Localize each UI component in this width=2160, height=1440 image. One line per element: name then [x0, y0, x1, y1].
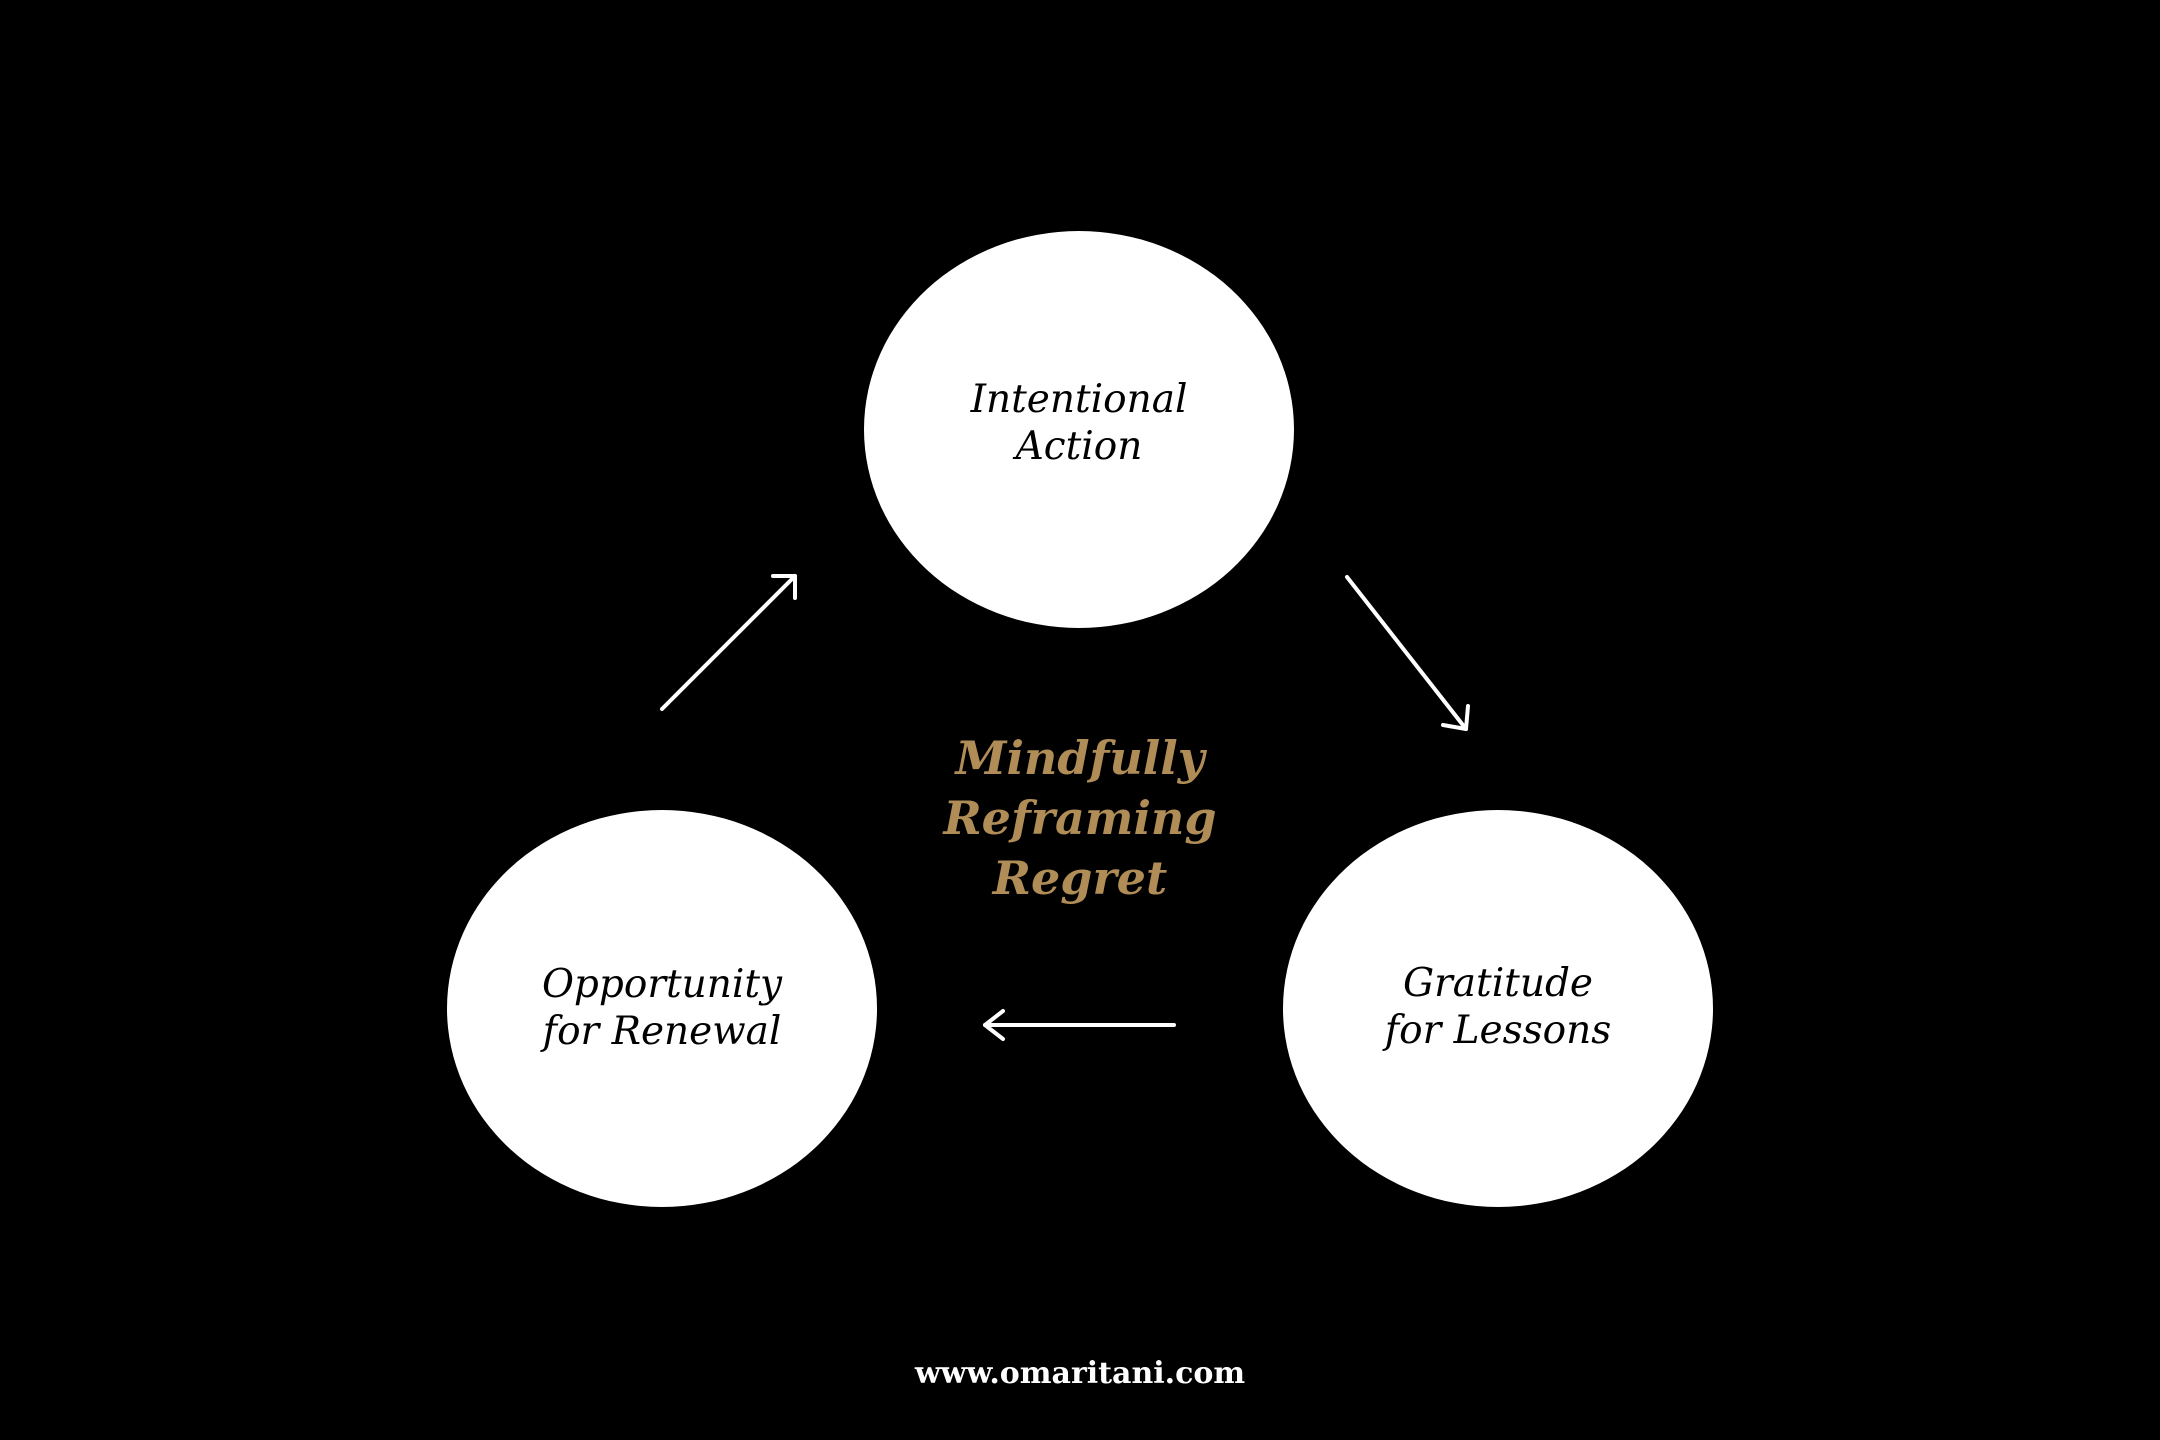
node-opportunity-line-1: Opportunity [541, 961, 783, 1007]
node-opportunity-line-2: for Renewal [542, 1008, 782, 1054]
arrow-right-to-left [983, 1009, 1176, 1041]
node-intentional-action-line-1: Intentional [970, 376, 1188, 422]
node-opportunity-for-renewal-text: Opportunity for Renewal [542, 961, 782, 1055]
node-gratitude-line-1: Gratitude [1402, 960, 1593, 1006]
center-title: Mindfully Reframing Regret [880, 728, 1280, 908]
node-gratitude-for-lessons: Gratitude for Lessons [1283, 810, 1713, 1207]
arrow-left-to-top [660, 574, 797, 711]
node-gratitude-line-2: for Lessons [1384, 1007, 1612, 1053]
footer-url: www.omaritani.com [914, 1356, 1246, 1391]
center-title-line-1: Mindfully [955, 731, 1205, 785]
arrow-top-to-right [1345, 575, 1470, 731]
node-intentional-action-text: Intentional Action [971, 376, 1188, 470]
center-title-line-2: Reframing [943, 791, 1217, 845]
node-opportunity-for-renewal: Opportunity for Renewal [447, 810, 877, 1207]
node-gratitude-for-lessons-text: Gratitude for Lessons [1385, 960, 1612, 1054]
node-intentional-action: Intentional Action [864, 231, 1294, 628]
center-title-line-3: Regret [992, 851, 1168, 905]
node-intentional-action-line-2: Action [1015, 423, 1143, 469]
